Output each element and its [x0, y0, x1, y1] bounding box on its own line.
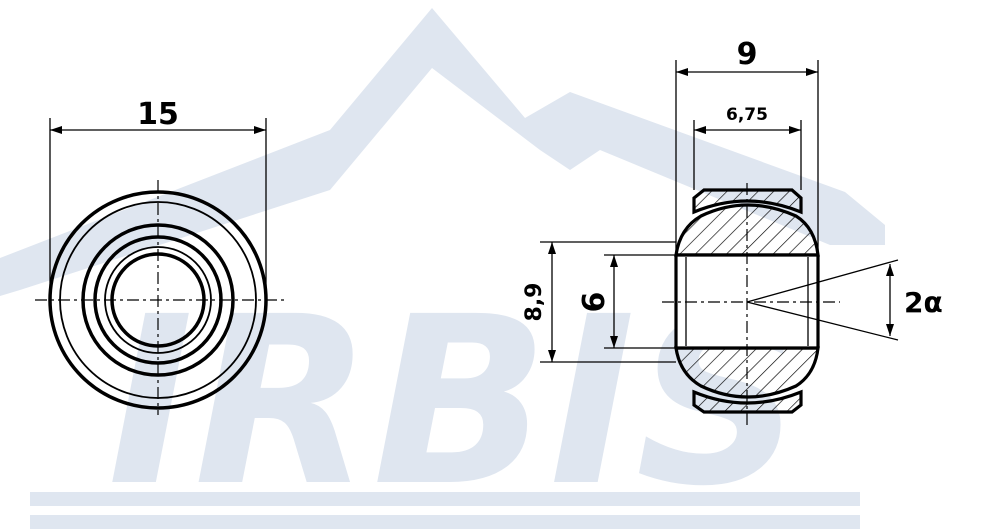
dim-label-width: 9 — [737, 37, 758, 72]
tilt-angle-label: 2α — [904, 286, 943, 319]
front-view — [35, 118, 285, 415]
dim-label-outer-diameter: 15 — [137, 97, 179, 132]
dim-label-inner-width: 6,75 — [726, 105, 768, 125]
watermark-stripe — [30, 515, 860, 529]
outer-ring-section-bottom — [692, 389, 803, 414]
tilt-angle-line-upper — [746, 259, 899, 303]
tilt-angle-line-lower — [746, 301, 899, 341]
side-view-section — [540, 60, 899, 425]
dim-label-ball-diameter: 8,9 — [522, 283, 547, 322]
watermark-stripe — [30, 492, 860, 506]
dim-label-bore: 6 — [577, 292, 612, 313]
